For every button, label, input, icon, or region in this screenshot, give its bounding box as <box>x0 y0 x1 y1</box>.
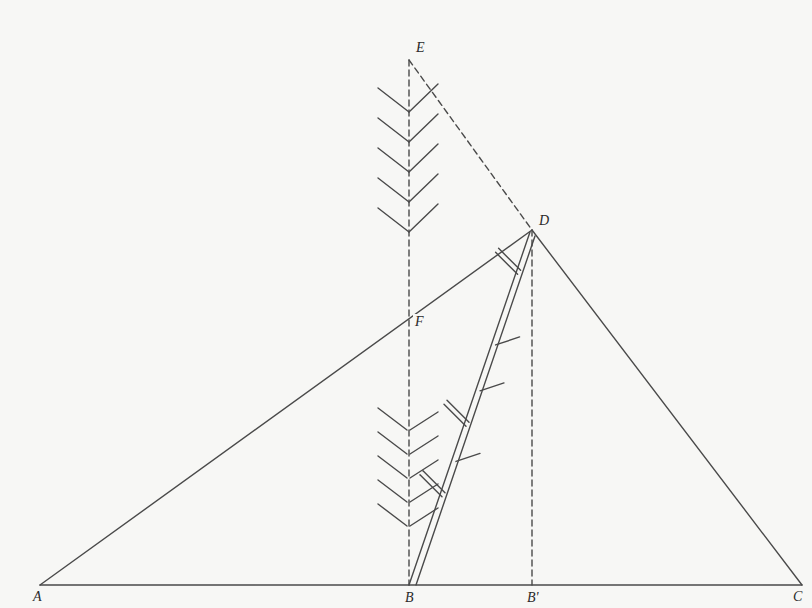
point-label: F <box>413 314 426 329</box>
tree-trunk <box>409 232 530 585</box>
branch-stroke <box>496 337 520 345</box>
branch-stroke <box>410 436 438 454</box>
branch-stroke <box>378 504 407 526</box>
branch-stroke <box>499 248 521 270</box>
branch-stroke <box>409 174 438 202</box>
branch-stroke <box>378 480 407 502</box>
base-line <box>40 584 802 585</box>
line-ed-dashed <box>409 60 532 230</box>
point-label: B' <box>525 590 541 605</box>
line-db-dashed <box>531 230 532 585</box>
point-label: A <box>31 589 44 604</box>
branch-stroke <box>410 412 438 430</box>
branch-stroke <box>378 88 409 112</box>
branch-stroke <box>423 471 445 493</box>
branch-stroke <box>378 408 407 430</box>
branch-stroke <box>480 383 504 391</box>
branch-stroke <box>378 456 407 478</box>
tree-trunk <box>416 236 535 585</box>
branch-stroke <box>456 453 480 461</box>
branch-stroke <box>409 144 438 172</box>
vertical-dashed <box>408 60 409 585</box>
point-label: D <box>537 213 551 228</box>
line-ad <box>40 230 532 585</box>
branch-stroke <box>447 400 469 422</box>
point-label: E <box>414 40 427 55</box>
branch-stroke <box>378 178 409 202</box>
branch-stroke <box>410 460 438 478</box>
branch-stroke <box>378 208 409 232</box>
branch-stroke <box>378 148 409 172</box>
branch-stroke <box>409 114 438 142</box>
branch-stroke <box>409 204 438 232</box>
tree-branches <box>378 84 521 526</box>
branch-stroke <box>378 432 407 454</box>
branch-stroke <box>409 84 438 112</box>
point-label: C <box>791 589 804 604</box>
branch-stroke <box>378 118 409 142</box>
point-label: B <box>403 590 416 605</box>
branch-stroke <box>410 508 438 526</box>
branch-stroke <box>410 484 438 502</box>
line-dc <box>532 230 802 585</box>
